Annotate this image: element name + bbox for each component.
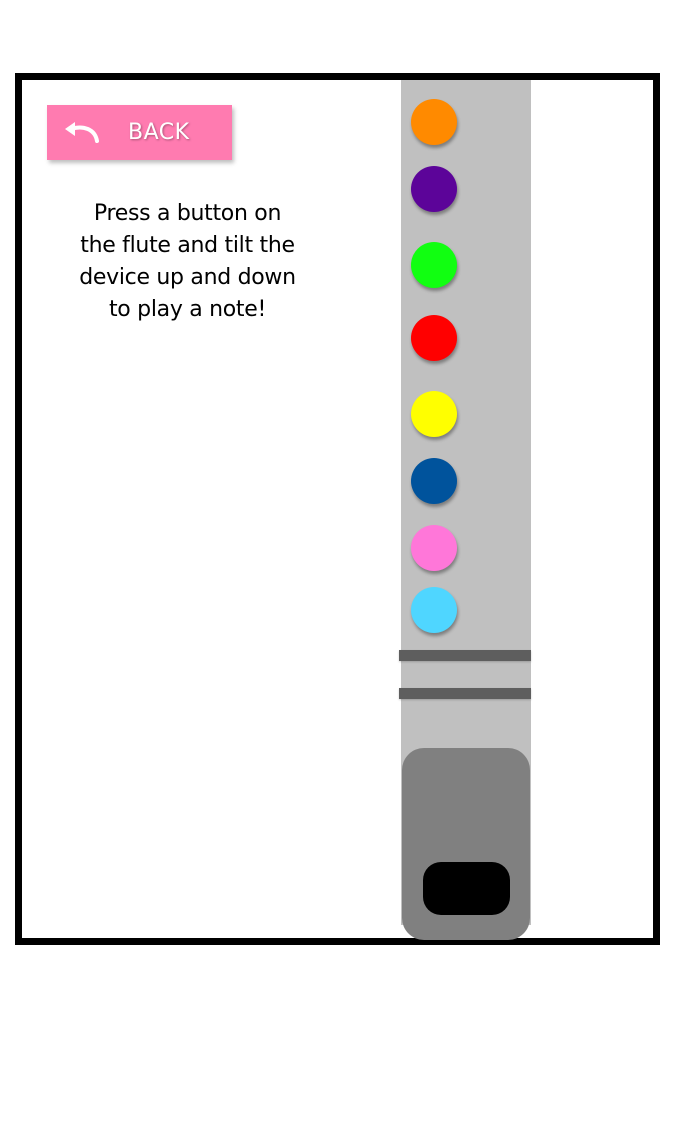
- flute-key-yellow[interactable]: [411, 391, 457, 437]
- flute-key-orange[interactable]: [411, 99, 457, 145]
- flute-key-blue[interactable]: [411, 458, 457, 504]
- undo-arrow-icon: [61, 119, 101, 147]
- app-frame: [15, 73, 660, 945]
- instructions-line: device up and down: [79, 265, 296, 290]
- flute-key-red[interactable]: [411, 315, 457, 361]
- flute-band: [399, 688, 531, 699]
- back-button[interactable]: BACK: [47, 105, 232, 160]
- instructions-line: to play a note!: [108, 297, 266, 322]
- flute-key-pink[interactable]: [411, 525, 457, 571]
- instructions-line: Press a button on: [93, 201, 282, 226]
- flute-band: [399, 650, 531, 661]
- flute-key-light-blue[interactable]: [411, 587, 457, 633]
- flute-embouchure-hole[interactable]: [423, 862, 510, 915]
- flute-key-green[interactable]: [411, 242, 457, 288]
- instructions-line: the flute and tilt the: [80, 233, 295, 258]
- flute-key-purple[interactable]: [411, 166, 457, 212]
- instructions-text: Press a button on the flute and tilt the…: [60, 198, 315, 326]
- back-button-label: BACK: [128, 120, 190, 145]
